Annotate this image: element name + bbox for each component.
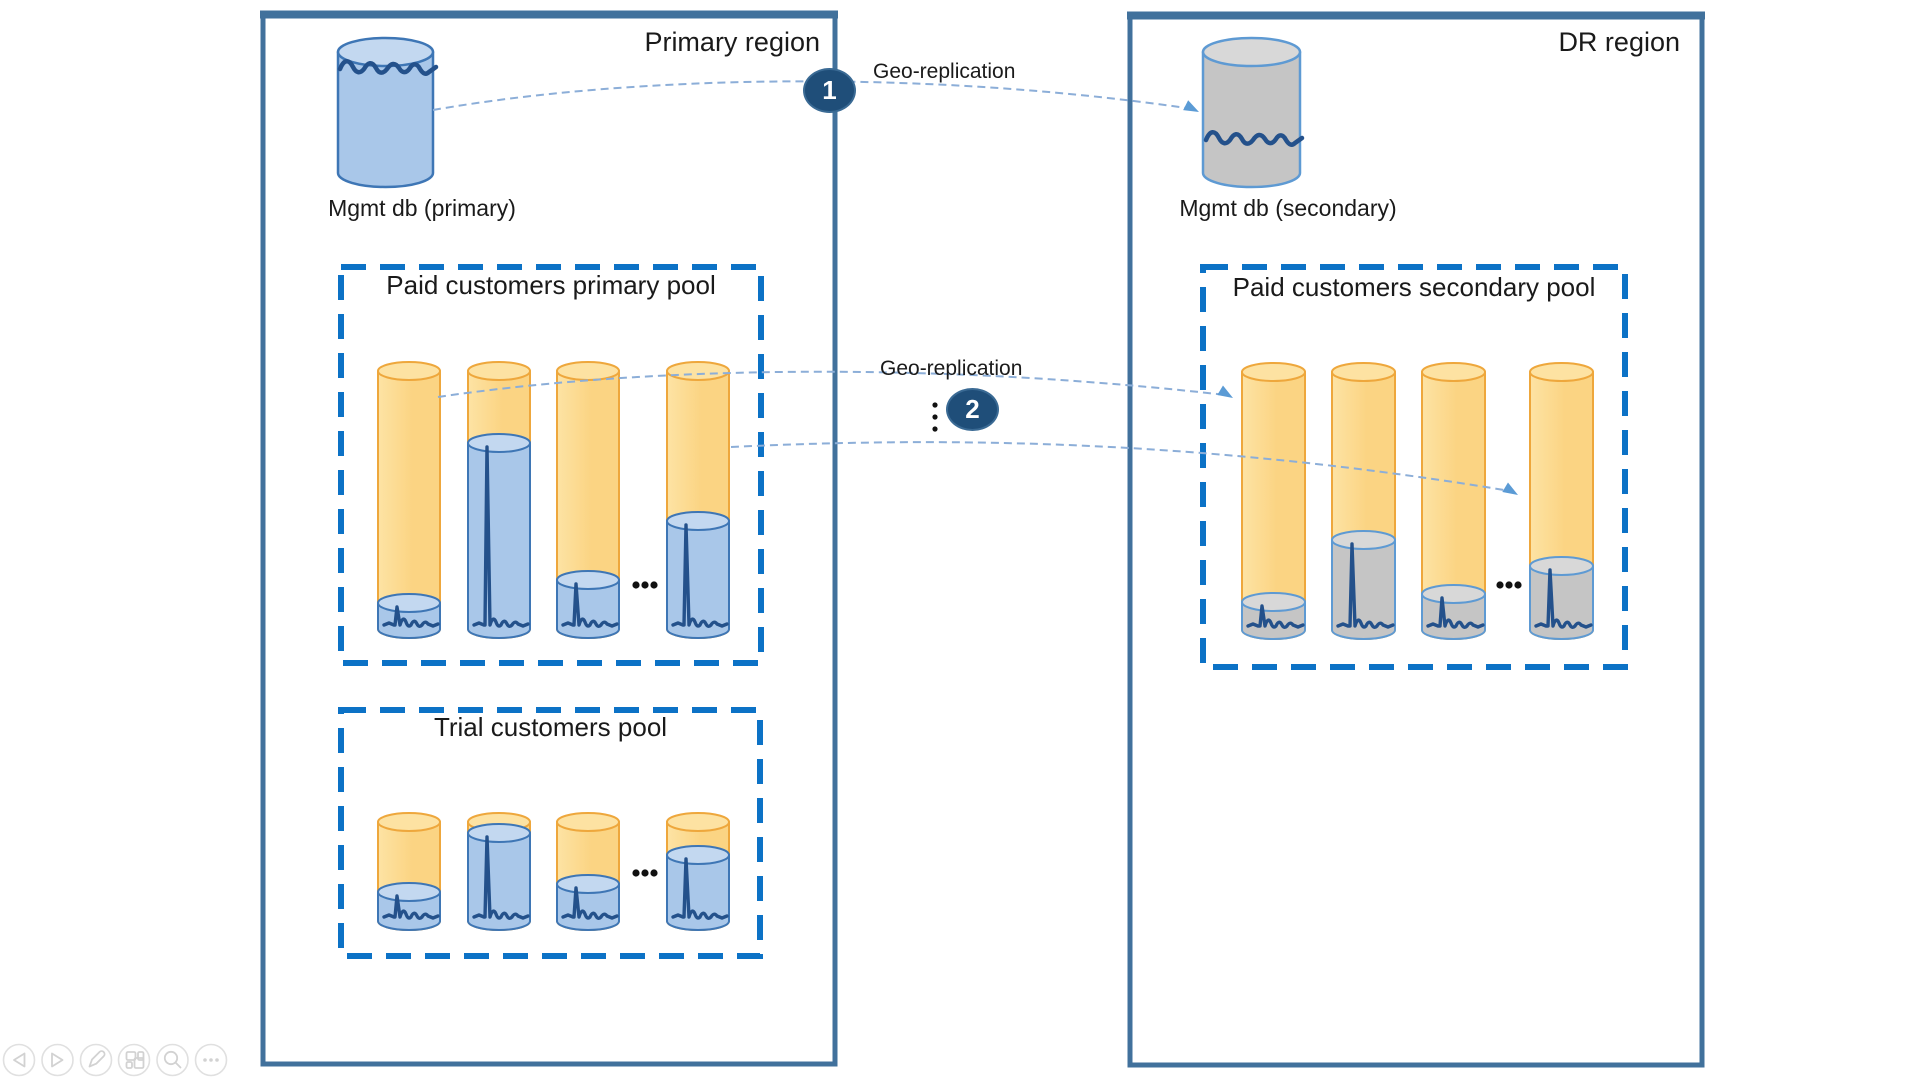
more-databases-ellipsis bbox=[632, 869, 658, 877]
arrowhead bbox=[1217, 385, 1233, 398]
previous-icon bbox=[13, 1052, 26, 1068]
arrowhead bbox=[1502, 482, 1518, 495]
more-options-icon bbox=[215, 1058, 219, 1062]
db-cylinder bbox=[666, 361, 730, 639]
mgmt-db-secondary-label: Mgmt db (secondary) bbox=[1179, 195, 1397, 221]
trial-customers-pool-box bbox=[338, 707, 763, 959]
paid-customers-secondary-pool-title: Paid customers secondary pool bbox=[1232, 272, 1596, 302]
magnifier-icon bbox=[163, 1050, 179, 1066]
more-options-icon bbox=[203, 1058, 207, 1062]
paid-customers-primary-pool-title: Paid customers primary pool bbox=[386, 270, 716, 300]
db-activity-sparkline bbox=[561, 886, 619, 920]
geo-replication-arrow-2a bbox=[437, 370, 1233, 398]
toolbar-see-all-slides-button[interactable] bbox=[117, 1043, 151, 1077]
next-icon bbox=[51, 1052, 64, 1068]
geo-replication-label-1: Geo-replication bbox=[873, 60, 1016, 83]
pen-icon bbox=[88, 1050, 106, 1068]
db-cylinder bbox=[467, 812, 531, 931]
arrowhead bbox=[1183, 100, 1199, 112]
db-activity-sparkline bbox=[472, 835, 530, 920]
db-cylinder bbox=[556, 812, 620, 931]
db-activity-sparkline bbox=[561, 582, 619, 628]
db-activity-sparkline bbox=[1336, 542, 1395, 629]
mgmt-db-primary-cylinder bbox=[336, 36, 439, 189]
geo-replication-arrow-1 bbox=[432, 80, 1199, 112]
vertical-ellipsis bbox=[932, 402, 938, 432]
geo-replication-step-2-badge: 2 bbox=[946, 388, 999, 431]
toolbar-zoom-button[interactable] bbox=[156, 1043, 189, 1077]
db-activity-sparkline bbox=[671, 523, 729, 628]
step-2-number: 2 bbox=[965, 394, 980, 424]
paid-customers-primary-pool-box bbox=[338, 264, 764, 666]
mgmt-db-primary-label: Mgmt db (primary) bbox=[328, 195, 516, 221]
db-activity-sparkline bbox=[1426, 596, 1485, 629]
db-activity-squiggle bbox=[1203, 130, 1305, 147]
paid-customers-secondary-pool-box bbox=[1200, 264, 1628, 670]
db-activity-sparkline bbox=[1534, 568, 1593, 629]
db-activity-sparkline bbox=[671, 857, 729, 920]
toolbar-more-options-button[interactable] bbox=[194, 1043, 228, 1077]
db-activity-sparkline bbox=[472, 445, 530, 628]
db-cylinder bbox=[377, 812, 441, 931]
db-cylinder bbox=[1529, 362, 1594, 640]
primary-region-title: Primary region bbox=[644, 27, 820, 57]
trial-customers-pool-title: Trial customers pool bbox=[433, 712, 668, 742]
more-options-icon bbox=[209, 1058, 213, 1062]
geo-replication-label-2: Geo-replication bbox=[880, 357, 1023, 380]
dr-region-title: DR region bbox=[1558, 27, 1680, 57]
more-databases-ellipsis bbox=[632, 581, 658, 589]
see-all-slides-icon bbox=[125, 1051, 137, 1061]
db-cylinder bbox=[1331, 362, 1396, 640]
geo-replication-arrow-2b bbox=[730, 441, 1518, 495]
db-activity-sparkline bbox=[382, 894, 440, 920]
geo-replication-step-1-badge: 1 bbox=[803, 68, 856, 113]
toolbar-pen-button[interactable] bbox=[79, 1043, 113, 1077]
db-activity-squiggle bbox=[337, 59, 439, 76]
db-cylinder bbox=[1421, 362, 1486, 640]
mgmt-db-secondary-cylinder bbox=[1201, 36, 1305, 189]
toolbar-next-slide-button[interactable] bbox=[41, 1043, 74, 1077]
db-cylinder bbox=[1241, 362, 1306, 640]
db-cylinder bbox=[467, 361, 531, 639]
toolbar-previous-slide-button[interactable] bbox=[2, 1043, 36, 1077]
db-cylinder bbox=[666, 812, 730, 931]
db-activity-sparkline bbox=[382, 605, 440, 628]
db-activity-sparkline bbox=[1246, 604, 1305, 629]
step-1-number: 1 bbox=[822, 75, 837, 105]
more-databases-ellipsis bbox=[1496, 581, 1522, 589]
db-cylinder bbox=[377, 361, 441, 639]
db-cylinder bbox=[556, 361, 620, 639]
